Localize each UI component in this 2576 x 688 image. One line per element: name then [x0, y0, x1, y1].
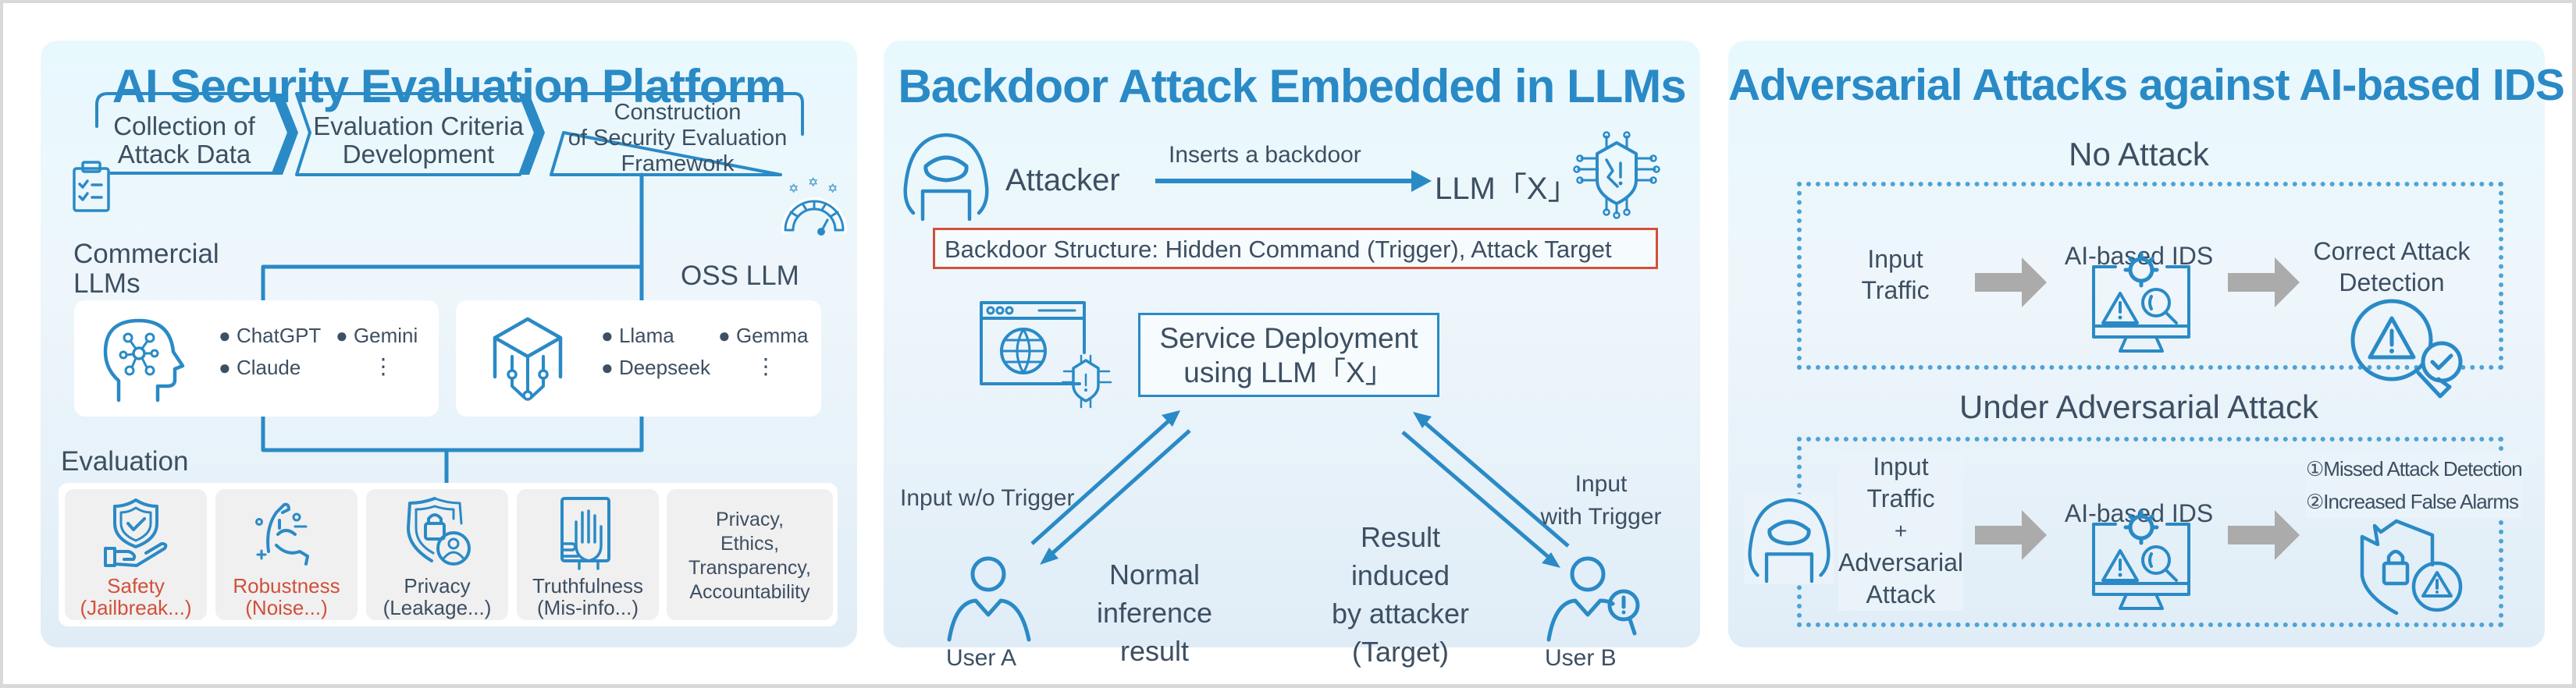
gray-arrow-icon [1975, 257, 2047, 307]
user-b-alert-icon [1546, 556, 1640, 642]
more-ellipsis: ⋮ [372, 354, 394, 378]
hand-shield-check-icon [104, 498, 168, 567]
inserts-backdoor-label: Inserts a backdoor [1169, 142, 1361, 168]
commercial-llms-heading: Commercial LLMs [73, 239, 219, 299]
ai-head-icon [103, 318, 185, 403]
shield-lock-user-icon [407, 497, 471, 566]
oss-llm-heading: OSS LLM [681, 261, 799, 291]
llm-item-llama: ● Llama [601, 324, 674, 347]
adversarial-input-label: Input Traffic + Adversarial Attack [1838, 451, 1964, 611]
eval-card-ethics: Privacy, Ethics, Transparency, Accountab… [667, 489, 833, 620]
web-service-icon [980, 301, 1112, 409]
step-framework-label: Construction of Security Evaluation Fram… [568, 100, 788, 176]
llm-item-gemma: ● Gemma [718, 324, 809, 347]
eval-card-label: Robustness (Noise...) [233, 574, 340, 619]
llm-item-claude: ● Claude [219, 356, 301, 379]
no-attack-heading: No Attack [2069, 136, 2209, 172]
ids-monitor-icon [2092, 252, 2190, 353]
panel-adversarial-ids: Adversarial Attacks against AI-based IDS… [1728, 41, 2565, 647]
oss-llm-box: ● Llama ● Gemma ● Deepseek ⋮ [456, 300, 821, 417]
detection-magnifier-check-icon [2350, 299, 2463, 399]
rating-gauge-stars-icon: ✡ ✡ ✡ [781, 176, 847, 236]
panel-title: AI Security Evaluation Platform [112, 60, 787, 112]
arrow-user-b-to-service [1413, 412, 1570, 548]
process-steps [95, 92, 804, 485]
hand-document-oath-icon [560, 497, 610, 570]
no-attack-box [1797, 182, 2503, 370]
correct-detection-label: Correct Attack Detection [2313, 237, 2471, 296]
arrow-service-to-user-b [1401, 431, 1560, 568]
svg-text:✡: ✡ [808, 176, 818, 190]
svg-text:✡: ✡ [788, 183, 799, 196]
llm-item-gemini: ● Gemini [336, 324, 418, 347]
more-ellipsis: ⋮ [755, 354, 777, 378]
llm-item-chatgpt: ● ChatGPT [219, 324, 322, 347]
gray-arrow-icon [2228, 510, 2300, 560]
flexed-arm-icon [255, 502, 309, 566]
service-deployment-label: Service Deployment using LLM「X」 [1159, 322, 1418, 388]
panel-backdoor-attack: Backdoor Attack Embedded in LLMs Attacke… [884, 41, 1700, 671]
panel-ai-security-evaluation-platform: AI Security Evaluation Platform ✡ ✡ ✡ Co… [41, 41, 857, 647]
input-without-trigger-label: Input w/o Trigger [900, 485, 1075, 511]
step-criteria-label: Evaluation Criteria Development [313, 112, 524, 168]
backdoor-structure-note: Backdoor Structure: Hidden Command (Trig… [933, 228, 1658, 269]
no-attack-input-label: Input Traffic [1861, 245, 1930, 304]
attacker-label: Attacker [1005, 163, 1120, 197]
gray-arrow-icon [2228, 257, 2300, 307]
step-collection-label: Collection of Attack Data [113, 112, 255, 168]
gray-arrow-icon [1975, 510, 2047, 560]
eval-card-label: Privacy (Leakage...) [382, 574, 492, 619]
svg-text:✡: ✡ [827, 183, 838, 196]
eval-card-truthfulness: Truthfulness (Mis-info...) [517, 489, 659, 620]
arrow-user-a-to-service [1030, 410, 1180, 545]
eval-card-label: Privacy, Ethics, Transparency, Accountab… [688, 509, 811, 603]
eval-card-privacy: Privacy (Leakage...) [366, 489, 508, 620]
commercial-llm-box: ● ChatGPT ● Gemini ● Claude ⋮ [74, 300, 439, 417]
compromised-chip-icon [1573, 131, 1660, 219]
eval-card-robustness: Robustness (Noise...) [215, 489, 358, 620]
panel-title: Adversarial Attacks against AI-based IDS [1728, 60, 2565, 110]
eval-card-label: Safety (Jailbreak...) [80, 574, 192, 619]
ids-monitor-icon [2092, 509, 2190, 610]
open-cube-circuit-icon [493, 317, 563, 401]
normal-result-label: Normal inference result [1096, 559, 1213, 667]
eval-card-label: Truthfulness (Mis-info...) [532, 574, 644, 619]
panel-title: Backdoor Attack Embedded in LLMs [898, 60, 1686, 112]
service-deployment-box: Service Deployment using LLM「X」 [1138, 313, 1439, 397]
eval-card-safety: Safety (Jailbreak...) [65, 489, 207, 620]
evaluation-heading: Evaluation [61, 446, 189, 477]
llm-item-deepseek: ● Deepseek [601, 356, 711, 379]
llm-x-label: LLM「X」 [1435, 172, 1579, 206]
user-b-label: User B [1545, 645, 1617, 671]
broken-shield-alert-icon [2360, 519, 2463, 615]
clipboard-checklist-icon [73, 161, 110, 212]
input-with-trigger-label: Input with Trigger [1540, 471, 1662, 530]
attack-consequences-list: ①Missed Attack Detection ②Increased Fals… [2306, 452, 2523, 518]
hooded-attacker-icon [903, 133, 989, 222]
evaluation-container: Safety (Jailbreak...) Robustness (Noise.… [59, 483, 838, 626]
under-attack-heading: Under Adversarial Attack [1959, 388, 2318, 425]
arrow-service-to-user-a [1040, 429, 1191, 565]
flow-arrows [1030, 410, 1570, 568]
hooded-attacker-icon [1744, 494, 1834, 584]
induced-result-label: Result induced by attacker (Target) [1331, 521, 1470, 668]
insert-backdoor-arrow [1155, 170, 1432, 192]
user-a-label: User A [946, 645, 1017, 671]
user-a-icon [947, 556, 1031, 642]
